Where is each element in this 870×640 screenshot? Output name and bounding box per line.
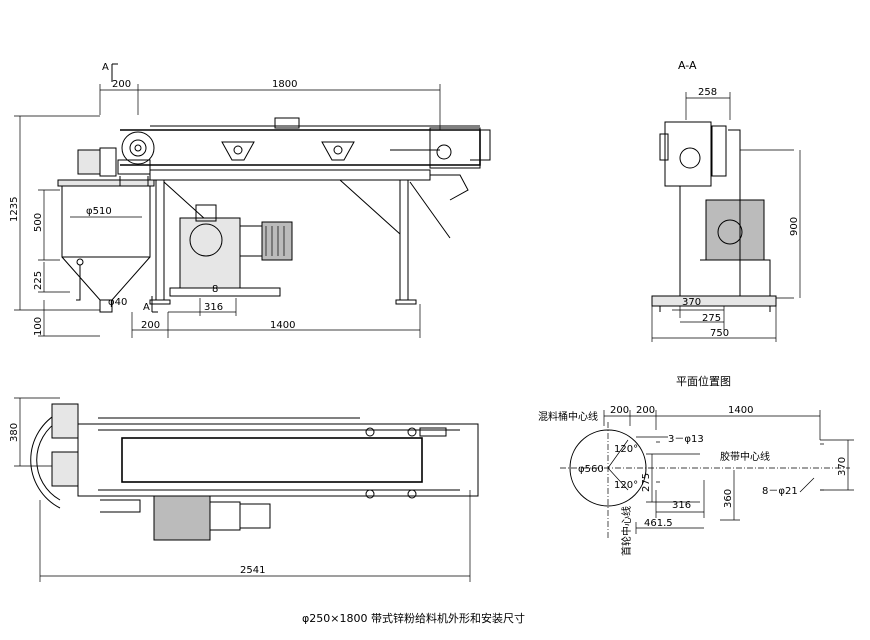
section-mark-top: A xyxy=(102,62,109,73)
dim-sec-258: 258 xyxy=(698,87,717,98)
drawing-caption: φ250×1800 带式锌粉给料机外形和安装尺寸 xyxy=(302,611,525,625)
dim-tank-500: 500 xyxy=(33,213,44,232)
dim-bottom-1400: 1400 xyxy=(270,320,295,331)
section-mark-bottom: A xyxy=(143,302,150,313)
svg-text:8: 8 xyxy=(212,284,218,295)
dim-top-200: 200 xyxy=(112,79,131,90)
dim-height-1235: 1235 xyxy=(9,197,20,222)
dim-plan-380: 380 xyxy=(9,423,20,442)
dim-layout-holes8: 8－φ21 xyxy=(762,486,798,497)
dim-layout-200b: 200 xyxy=(636,405,655,416)
dim-bottom-200: 200 xyxy=(141,320,160,331)
dim-sec-750: 750 xyxy=(710,328,729,339)
layout-title: 平面位置图 xyxy=(676,374,731,388)
dim-sec-275: 275 xyxy=(702,313,721,324)
dim-layout-461: 461.5 xyxy=(644,518,673,529)
section-title: A-A xyxy=(678,59,697,72)
dim-layout-1400: 1400 xyxy=(728,405,753,416)
dim-layout-360: 360 xyxy=(723,489,734,508)
dim-layout-holes3: 3－φ13 xyxy=(668,434,704,445)
section-view: A-A 258 900 370 275 750 xyxy=(651,59,801,342)
dim-layout-120top: 120° xyxy=(614,444,638,455)
dim-outlet-40: φ40 xyxy=(108,297,127,308)
label-tank-center: 混料桶中心线 xyxy=(538,410,598,423)
dim-foot-100: 100 xyxy=(33,317,44,336)
dim-layout-275: 275 xyxy=(641,473,652,492)
label-pulley-center: 首轮中心线 xyxy=(620,506,633,556)
front-view: A A 200 1800 1235 500 225 100 φ510 φ40 xyxy=(9,62,491,338)
dim-layout-316: 316 xyxy=(672,500,691,511)
dim-layout-370: 370 xyxy=(837,457,848,476)
dim-bottom-316: 316 xyxy=(204,302,223,313)
dim-layout-200a: 200 xyxy=(610,405,629,416)
dim-layout-120bot: 120° xyxy=(614,480,638,491)
label-belt-center: 胶带中心线 xyxy=(720,450,770,463)
dim-top-1800: 1800 xyxy=(272,79,297,90)
dim-sec-370: 370 xyxy=(682,297,701,308)
dim-tank-510: φ510 xyxy=(86,206,112,217)
dim-cone-225: 225 xyxy=(33,271,44,290)
dim-layout-560: φ560 xyxy=(578,464,604,475)
plan-view: 380 2541 xyxy=(9,397,479,582)
layout-plan: 平面位置图 混料桶中心线 200 200 1400 φ560 120° 120°… xyxy=(538,374,854,556)
dim-sec-900: 900 xyxy=(789,217,800,236)
dim-plan-2541: 2541 xyxy=(240,565,265,576)
